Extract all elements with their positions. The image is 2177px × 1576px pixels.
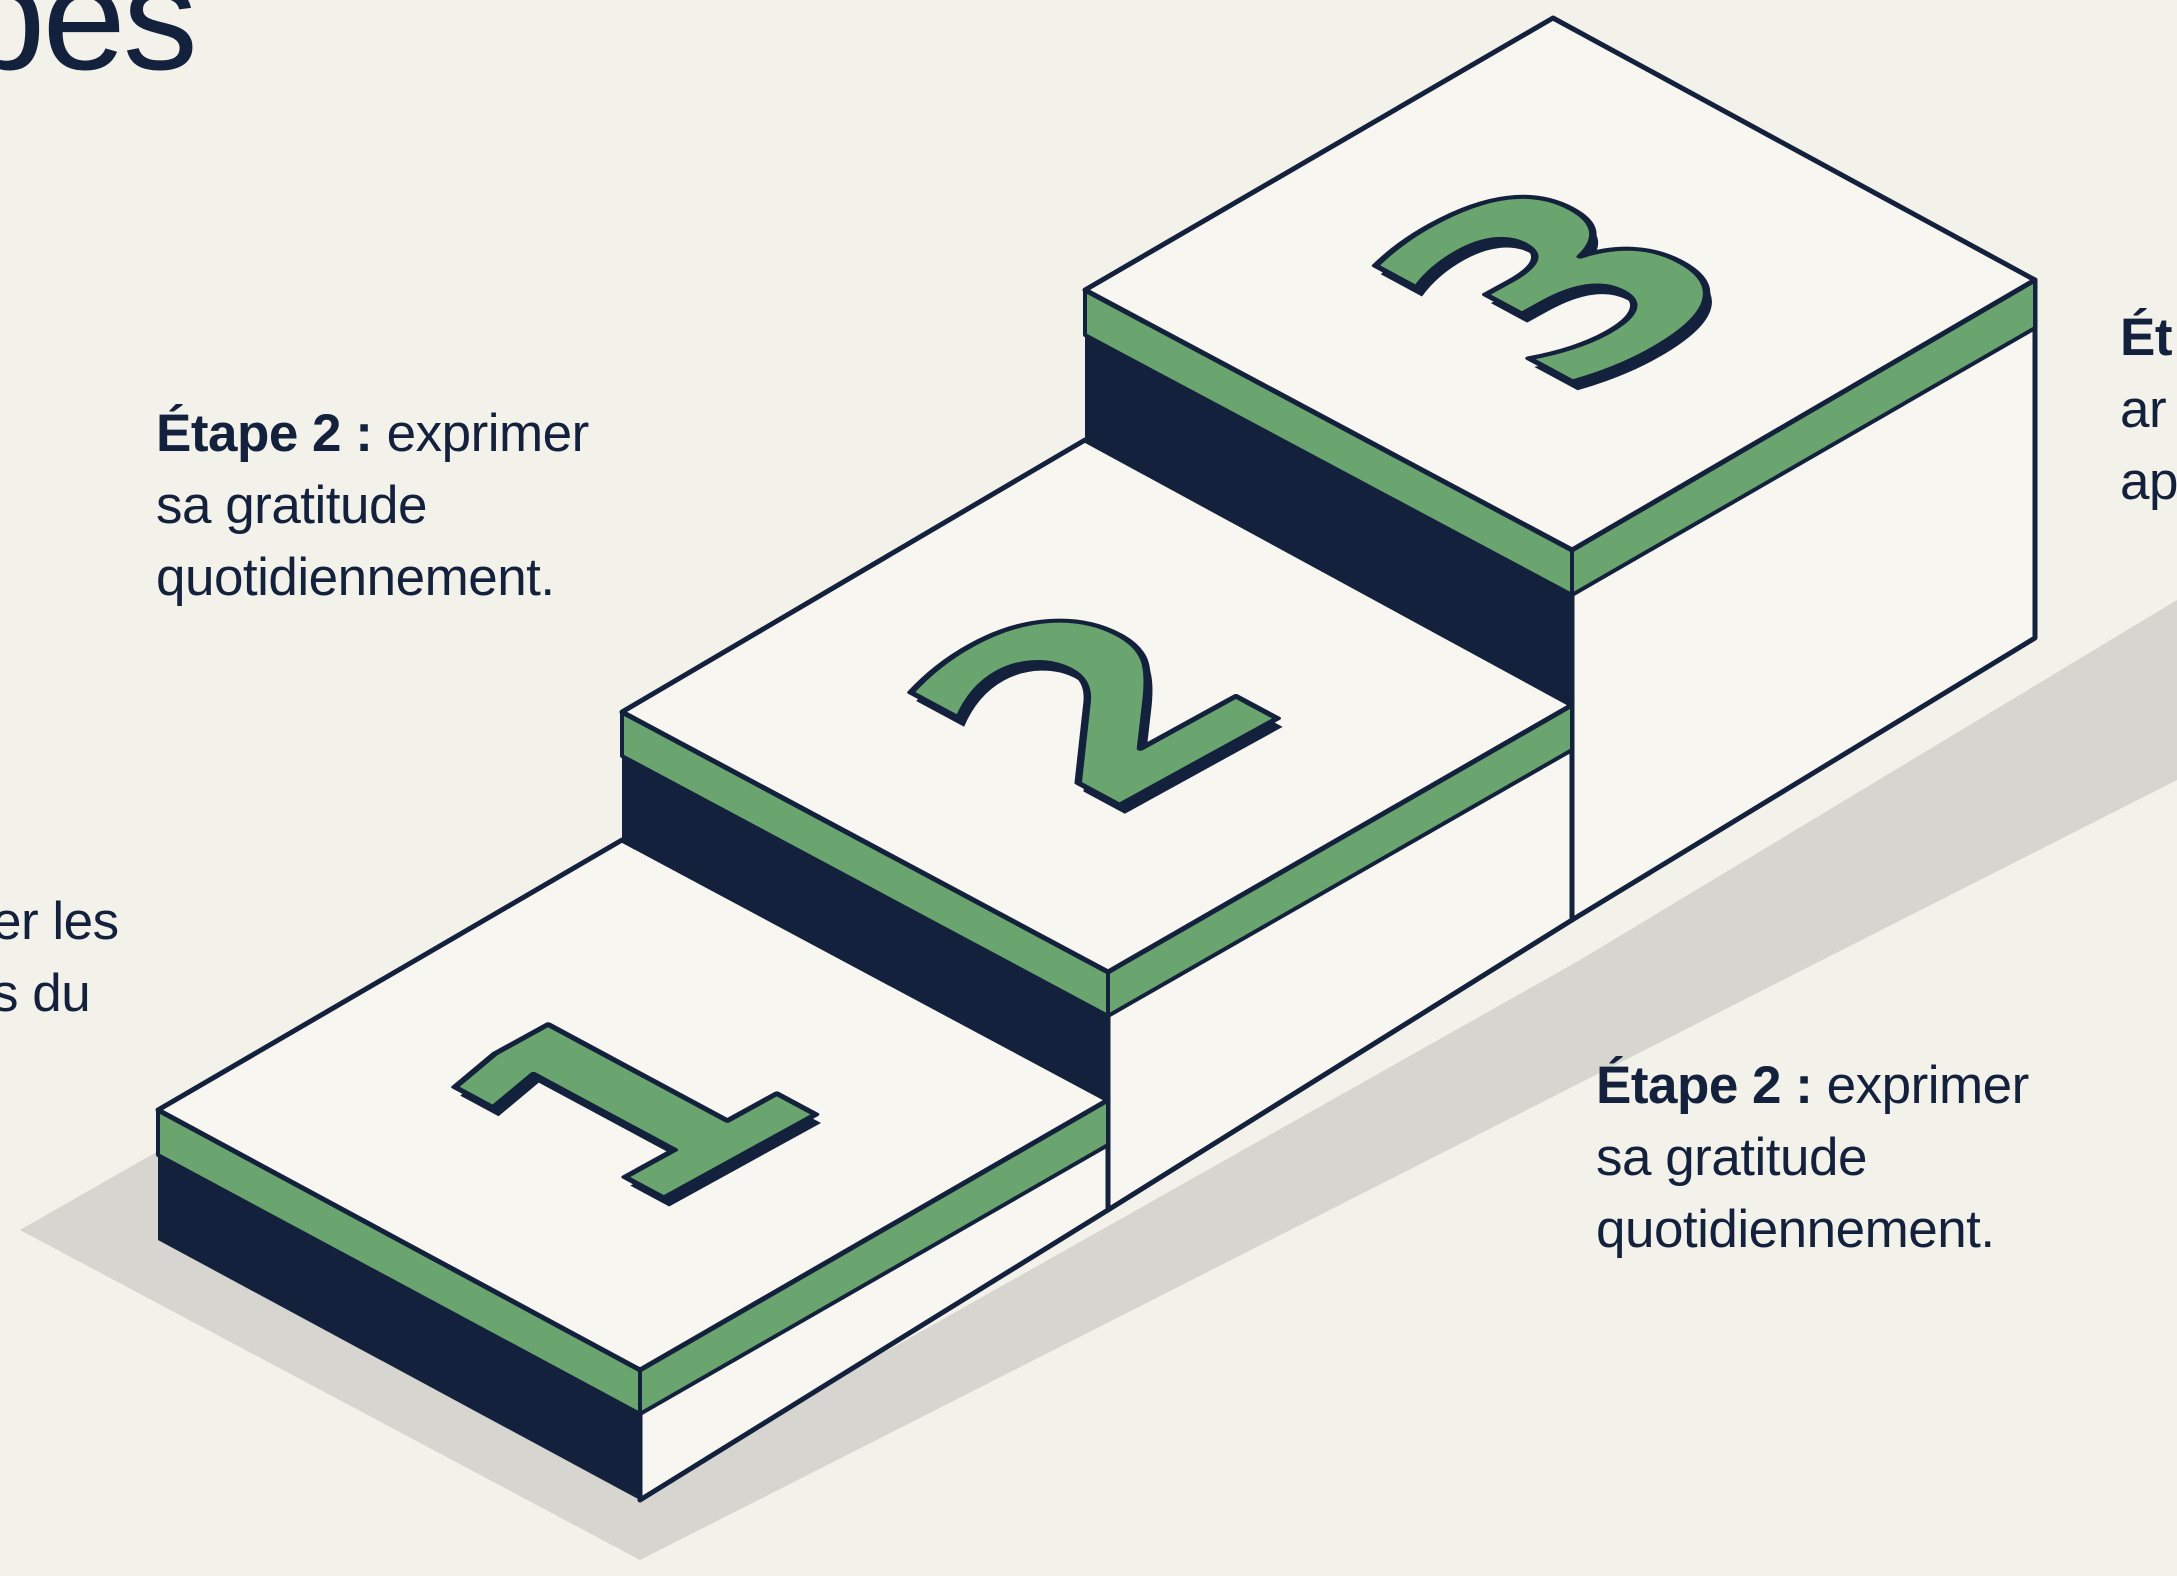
step-label-upper-name: Étape 2 : [156,404,373,463]
step-label-right: Ét ar ap [2120,302,2177,518]
step-label-upper-line-3: quotidiennement. [156,548,555,607]
step-label-lower-line-2: sa gratitude [1596,1128,1867,1187]
step-label-lower-name: Étape 2 : [1596,1056,1813,1115]
step-1-top-face [155,837,1111,1373]
step-label-left: er les s du [0,886,119,1030]
step-label-left-line-2: s du [0,964,91,1023]
step-label-upper: Étape 2 : exprimer sa gratitude quotidie… [156,398,589,614]
step-label-lower-rest: exprimer [1812,1056,2030,1115]
step-2-top-face [619,437,1575,975]
step-label-left-line-1: er les [0,892,119,951]
step-label-right-line-1: Ét [2120,308,2172,367]
step-label-upper-rest: exprimer [372,404,590,463]
step-label-right-line-2: ar [2120,380,2167,439]
step-label-upper-line-2: sa gratitude [156,476,427,535]
page-title: pes [0,0,198,101]
step-label-lower-line-3: quotidiennement. [1596,1200,1995,1259]
step-label-lower: Étape 2 : exprimer sa gratitude quotidie… [1596,1050,2029,1266]
step-3-top-face [1082,15,2038,553]
step-label-right-line-3: ap [2120,452,2177,511]
step-1: 1 1 [155,837,1111,1503]
